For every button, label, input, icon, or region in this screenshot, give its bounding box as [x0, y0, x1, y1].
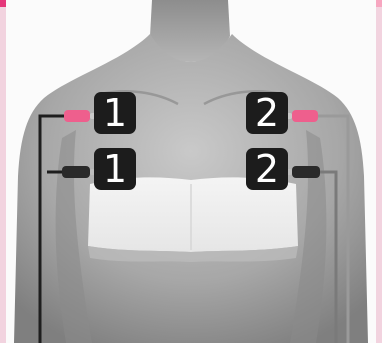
torso-illustration	[6, 0, 376, 343]
electrode-badge-2-top: 2	[246, 92, 288, 134]
electrode-badge-1-bottom: 1	[94, 148, 136, 190]
electrode-badge-2-bottom: 2	[246, 148, 288, 190]
electrode-badge-1-top: 1	[94, 92, 136, 134]
illustration-frame: 1 2 1 2	[6, 0, 376, 343]
